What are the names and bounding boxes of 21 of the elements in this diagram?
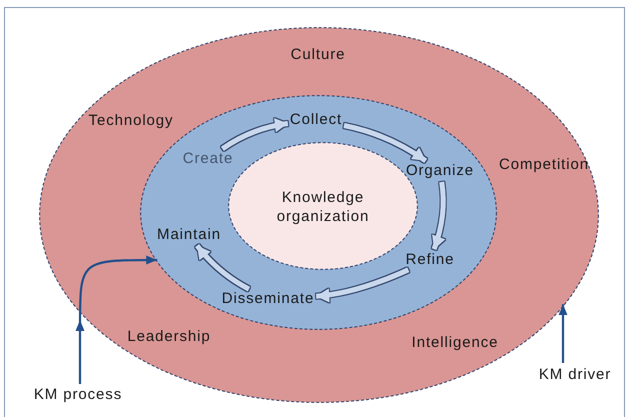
step-label: Create (182, 150, 234, 168)
step-label: Disseminate (222, 290, 314, 308)
step-label: Maintain (157, 226, 221, 244)
driver-label: Technology (88, 112, 174, 130)
center-label: Knowledge organization (276, 188, 370, 226)
block-arrow (343, 123, 428, 163)
driver-label: Intelligence (412, 334, 498, 352)
callout-label: KM process (34, 386, 122, 404)
block-arrow (221, 118, 288, 151)
driver-label: Culture (290, 46, 346, 64)
arrow (76, 256, 158, 384)
block-arrow (316, 268, 410, 302)
step-label: Refine (406, 251, 454, 269)
step-label: Collect (290, 111, 342, 129)
step-label: Organize (406, 162, 474, 180)
driver-label: Leadership (127, 328, 211, 346)
driver-label: Competition (499, 156, 589, 174)
block-arrow (195, 244, 250, 292)
callout-label: KM driver (538, 366, 612, 384)
block-arrow (432, 182, 446, 250)
arrow (558, 304, 568, 363)
